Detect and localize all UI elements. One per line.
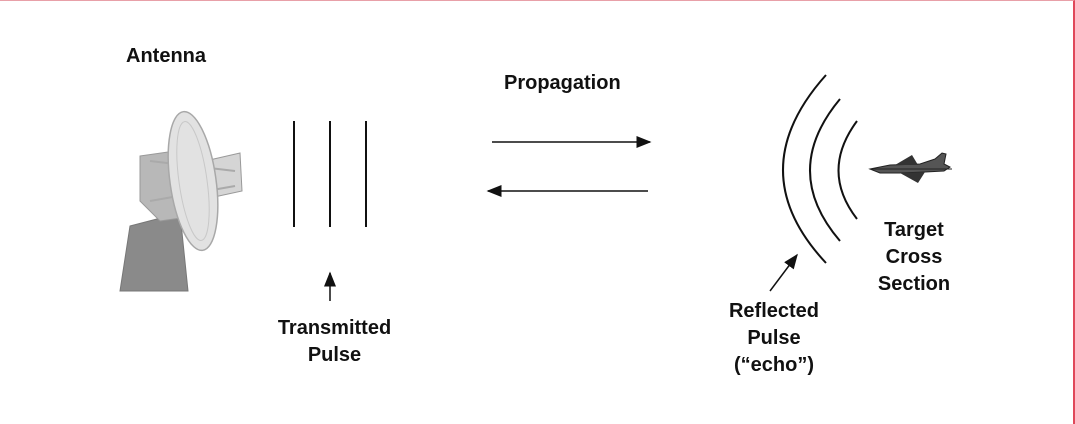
reflected-pulse-label: Reflected Pulse (“echo”): [710, 298, 838, 379]
target-label-line: Section: [877, 273, 951, 295]
reflected-label-line: Reflected: [728, 300, 820, 322]
echo-arc: [809, 98, 841, 242]
propagation-label: Propagation: [504, 72, 621, 94]
target-label-line: Cross: [885, 246, 943, 268]
fighter-jet-icon: [868, 152, 952, 183]
transmitted-label-line: Transmitted: [277, 317, 392, 339]
reflected-label-line: (“echo”): [734, 354, 814, 376]
transmitted-pulse-label: Transmitted Pulse: [262, 315, 407, 369]
reflected-pointer-arrow: [769, 253, 798, 292]
echo-arc: [837, 120, 858, 220]
target-cross-section-label: Target Cross Section: [866, 217, 962, 298]
antenna-label: Antenna: [126, 45, 206, 67]
radar-dish-icon: [119, 110, 243, 292]
reflected-label-line: Pulse: [747, 327, 801, 349]
echo-arc: [782, 74, 827, 264]
target-label-line: Target: [884, 219, 944, 241]
transmitted-label-line: Pulse: [307, 344, 362, 366]
